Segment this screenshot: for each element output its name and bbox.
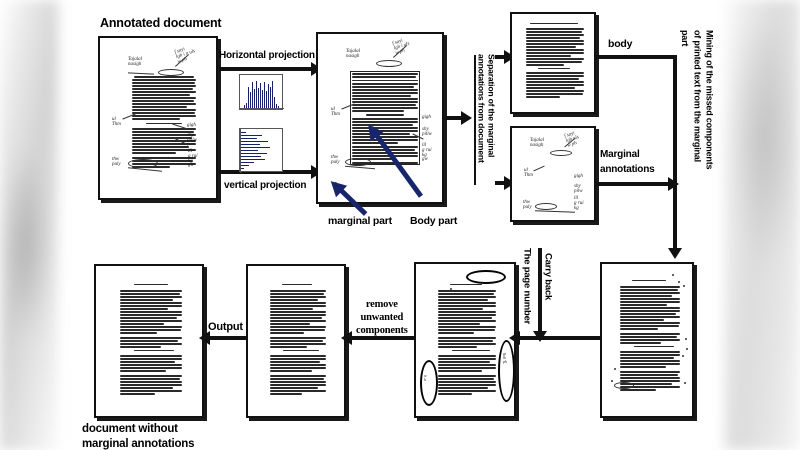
annotation-label-marginal-part: marginal part [328,215,392,227]
edge-carry-back [538,248,542,338]
edge-carry-back-head [533,331,547,342]
letterbox-left [0,0,58,450]
unwanted-mark-left [420,360,438,406]
body-region-frame [350,71,420,165]
unwanted-mark-top [466,270,506,284]
edge-mined-to-unwanted [516,336,600,340]
edge-node2-to-separation [445,116,463,120]
page-title: Annotated document [100,16,222,30]
edge-label-marginal-annotations: Marginal annotations [600,149,655,175]
separation-branch-top-head [504,50,515,64]
edge-label-body: body [608,38,633,50]
extracted-marginal-annotations-page: Tajalal nasigh f sayi lgh uls w ph ul Th… [510,126,596,222]
edge-horizontal-projection [219,67,313,71]
edge-output-head [199,331,210,345]
mining-spine-head [668,248,682,259]
horizontal-projection-histogram [239,74,284,110]
document-with-body-detected: Tajalal nasigh f sayi lgh i uls w ph [316,32,444,204]
letterbox-right [724,0,800,450]
edge-remove-unwanted-head [341,331,352,345]
edge-label-vertical-projection: vertical projection [224,180,307,191]
final-output-caption: document without marginal annotations [82,423,195,450]
separation-branch-bottom-head [504,176,515,190]
edge-vertical-projection [219,170,313,174]
final-output-page [94,264,204,418]
cleaned-intermediate-page [246,264,346,418]
edge-label-page-number: The page number [521,248,533,325]
mined-printed-text-page [600,262,694,418]
edge-label-mining: Mining of the missed components of print… [680,30,715,170]
edge-label-output: Output [208,321,243,333]
unwanted-mark-right [498,340,514,402]
edge-node2-to-separation-head [461,111,472,125]
edge-label-carry-back: Carry back [542,253,554,301]
edge-marginal-to-mining [596,182,675,186]
edge-output [206,336,248,340]
extracted-body-page [510,12,596,114]
edge-label-horizontal-projection: Horizontal projection [219,50,315,61]
edge-body-to-mining [596,55,675,59]
vertical-projection-histogram [239,128,283,173]
edge-remove-unwanted [348,336,414,340]
edge-label-separation: Separation of the marginal annotations f… [476,54,496,186]
edge-mined-to-unwanted-head [509,331,520,345]
mining-spine [673,55,677,252]
edge-label-remove-unwanted: remove unwanted components [356,299,408,337]
annotation-label-body-part: Body part [410,215,458,227]
unwanted-components-marked-page: gi lk ph w h [414,262,516,418]
annotated-document: Tajalal nasigh f sayi lgh i n uls w ph [98,36,218,200]
